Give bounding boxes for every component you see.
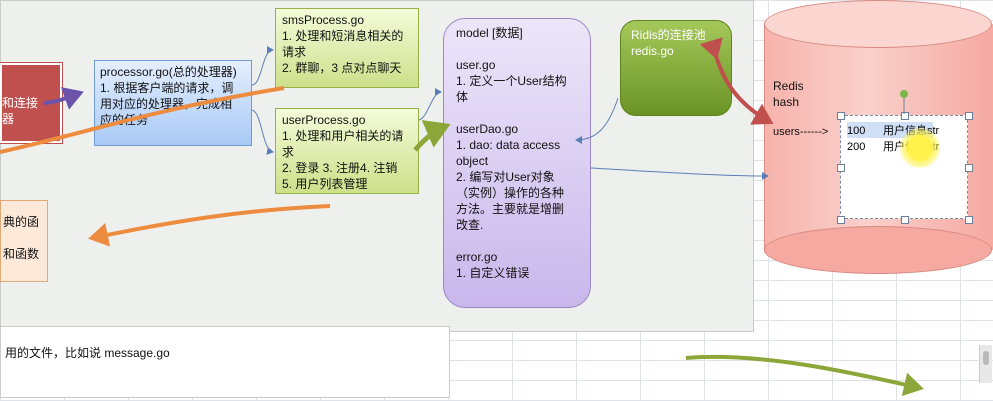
connector-processor-sms: [251, 46, 274, 86]
left-box-line-2: 和函数: [3, 247, 40, 261]
resize-handle[interactable]: [837, 164, 845, 172]
user-process-line-1: 1. 处理和用户相关的请: [282, 129, 404, 143]
vertical-scrollbar[interactable]: [979, 345, 992, 383]
rotation-handle: [900, 90, 908, 98]
model-box: model [数据] user.go 1. 定义一个User结构 体 userD…: [443, 18, 591, 308]
sms-process-line-2: 请求: [282, 45, 307, 59]
user-dao-line-6: 改查.: [456, 218, 484, 232]
sms-process-box: smsProcess.go 1. 处理和短消息相关的 请求 2. 群聊，3 点对…: [275, 8, 419, 88]
sms-process-line-3: 2. 群聊，3 点对点聊天: [282, 61, 402, 75]
error-go-title: error.go: [456, 250, 498, 264]
redis-label-line-1: Redis: [773, 79, 804, 93]
connector-processor-user: [251, 109, 274, 155]
green-arrow-bottom: [685, 354, 924, 397]
cursor-highlight: [900, 128, 940, 168]
user-process-title: userProcess.go: [282, 113, 366, 127]
sms-process-line-1: 1. 处理和短消息相关的: [282, 29, 404, 43]
red-box-line-2: 器: [2, 112, 15, 126]
user-dao-line-1: 1. dao: data access: [456, 138, 561, 152]
processor-line-1: 1. 根据客户端的请求，调: [100, 81, 234, 95]
redis-label-line-2: hash: [773, 95, 800, 109]
green-arrow-left: [413, 120, 451, 152]
redis-cylinder-top: [764, 0, 992, 48]
red-box-line-1: 和连接: [2, 96, 39, 110]
hash-key: 100: [847, 125, 866, 137]
user-dao-line-3: 2. 编写对User对象: [456, 170, 555, 184]
resize-handle[interactable]: [901, 112, 909, 120]
model-title: model [数据]: [456, 26, 523, 40]
redis-label: Redis hash: [773, 78, 804, 110]
orange-arrow-top: [0, 86, 285, 154]
resize-handle[interactable]: [901, 216, 909, 224]
user-go-line-2: 体: [456, 90, 469, 104]
resize-handle[interactable]: [837, 216, 845, 224]
common-files-text: 用的文件，比如说 message.go: [5, 346, 170, 360]
users-key-label: users------>: [773, 126, 829, 138]
processor-title: processor.go(总的处理器): [100, 65, 237, 79]
user-dao-line-5: 方法。主要就是增删: [456, 202, 565, 216]
processor-line-2: 用对应的处理器，完成相: [100, 97, 233, 111]
user-dao-line-4: （实例）操作的各种: [456, 186, 565, 200]
error-go-line-1: 1. 自定义错误: [456, 266, 530, 280]
user-go-line-1: 1. 定义一个User结构: [456, 74, 567, 88]
user-process-line-4: 5. 用户列表管理: [282, 177, 368, 191]
resize-handle[interactable]: [965, 164, 973, 172]
left-function-box: 典的函 和函数: [0, 200, 48, 282]
sms-process-title: smsProcess.go: [282, 13, 365, 27]
user-dao-title: userDao.go: [456, 122, 519, 136]
user-process-line-2: 求: [282, 145, 295, 159]
user-process-box: userProcess.go 1. 处理和用户相关的请 求 2. 登录 3. 注…: [275, 108, 419, 194]
purple-arrow: [43, 87, 84, 110]
red-arrow: [699, 37, 774, 125]
user-go-title: user.go: [456, 58, 496, 72]
redis-pool-title: Ridis的连接池: [631, 28, 706, 42]
common-files-box: 用的文件，比如说 message.go: [0, 326, 450, 398]
user-dao-line-2: object: [456, 154, 489, 168]
left-box-line-1: 典的函: [3, 215, 40, 229]
hash-key: 200: [847, 141, 866, 153]
connector-pool-dao: [575, 97, 619, 144]
resize-handle[interactable]: [965, 216, 973, 224]
orange-arrow-bottom: [88, 204, 331, 247]
connector-dao-redis: [590, 167, 769, 180]
redis-cylinder-bottom: [764, 226, 992, 274]
redis-pool-file: redis.go: [631, 44, 674, 58]
resize-handle[interactable]: [837, 112, 845, 120]
connector-user-model: [418, 88, 442, 121]
user-process-line-3: 2. 登录 3. 注册4. 注销: [282, 161, 398, 175]
resize-handle[interactable]: [965, 112, 973, 120]
